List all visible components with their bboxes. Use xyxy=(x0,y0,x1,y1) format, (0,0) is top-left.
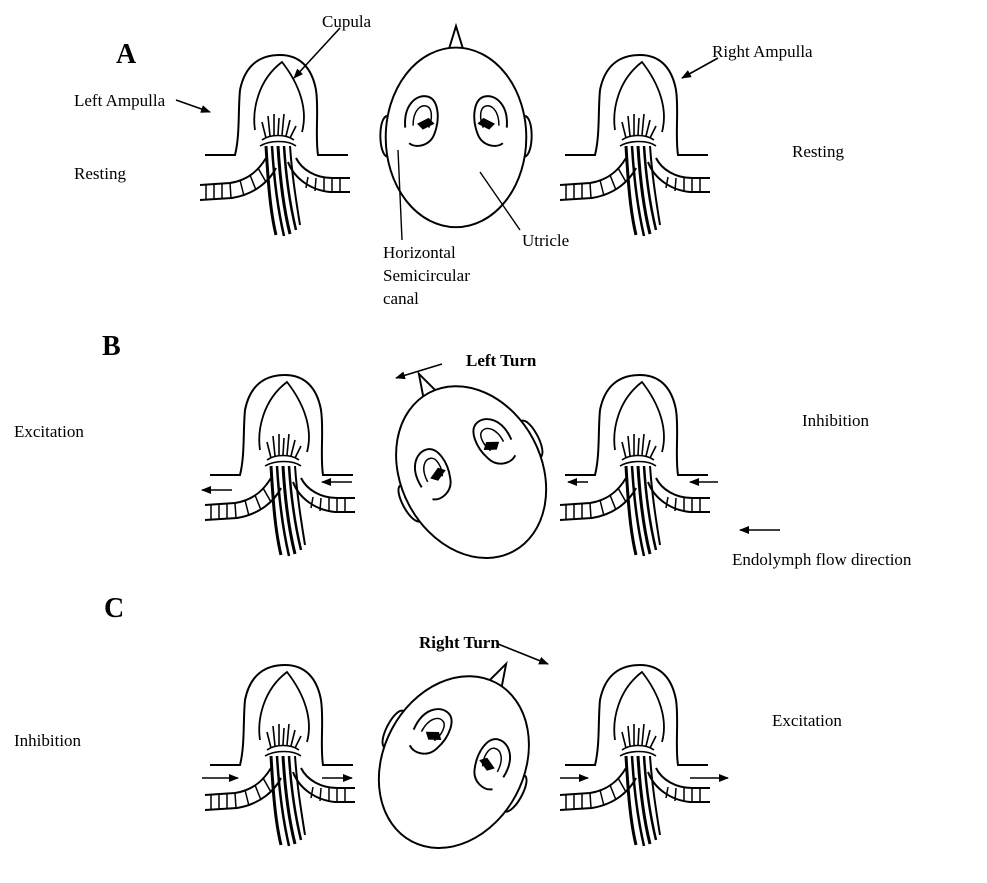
right-turn-label: Right Turn xyxy=(419,633,500,652)
endolymph-flow-label: Endolymph flow direction xyxy=(732,550,912,569)
panel-label-a: A xyxy=(116,39,137,70)
panel-label-b: B xyxy=(102,331,121,362)
b-inhibition-label: Inhibition xyxy=(802,411,870,430)
c-inhibition-label: Inhibition xyxy=(14,731,82,750)
c-excitation-label: Excitation xyxy=(772,711,842,730)
horizontal-canal-label-line2: Semicircular xyxy=(383,266,470,285)
b-excitation-label: Excitation xyxy=(14,422,84,441)
utricle-label: Utricle xyxy=(522,231,570,250)
resting-right-label: Resting xyxy=(792,142,844,161)
cupula-label: Cupula xyxy=(322,12,372,31)
resting-left-label: Resting xyxy=(74,164,126,183)
panel-label-c: C xyxy=(104,593,125,624)
horizontal-canal-label-line3: canal xyxy=(383,289,419,308)
horizontal-canal-label-line1: Horizontal xyxy=(383,243,456,262)
left-turn-label: Left Turn xyxy=(466,351,537,370)
right-ampulla-label: Right Ampulla xyxy=(712,42,813,61)
left-ampulla-label: Left Ampulla xyxy=(74,91,166,110)
